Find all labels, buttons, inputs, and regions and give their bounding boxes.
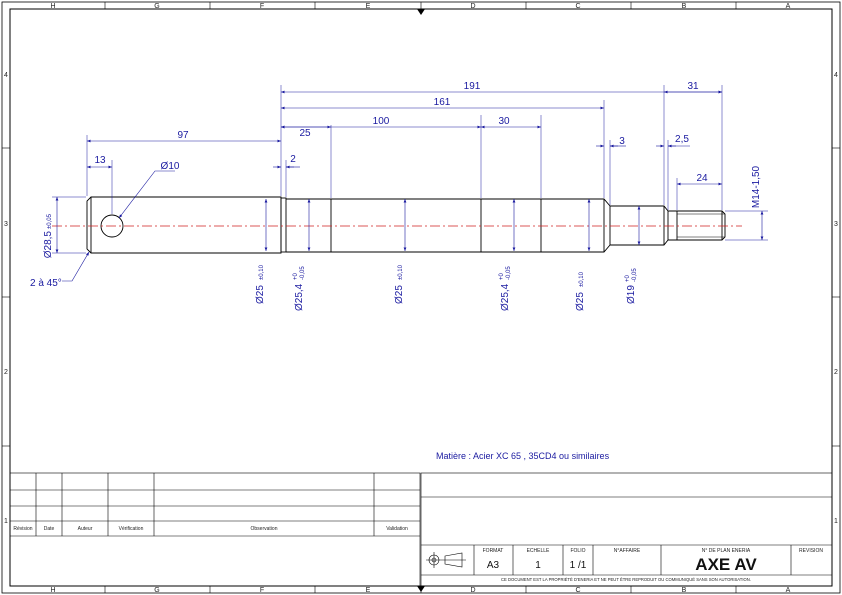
drawing-title: AXE AV: [695, 555, 757, 574]
title-block: [420, 472, 833, 587]
plan-number-label: N° DE PLAN ENERIA: [702, 548, 751, 554]
dim-dia-4-tol-dn: -0,05: [506, 266, 512, 280]
zone-top-c: C: [575, 3, 580, 10]
dim-dia-2-tol-up: +0: [293, 272, 299, 280]
dim-chamfer: 2 à 45°: [30, 278, 62, 289]
zone-right-4: 4: [834, 72, 838, 79]
dim-dia-5: Ø25: [575, 292, 586, 311]
dim-31: 31: [687, 81, 699, 92]
revision-table: [9, 472, 421, 587]
dim-3: 3: [619, 136, 625, 147]
shaft-outline: [86, 196, 726, 254]
dim-dia-5-tol: ±0,10: [579, 271, 585, 287]
material-note: Matière : Acier XC 65 , 35CD4 ou similai…: [436, 451, 610, 461]
dimension-texts: 191 161 31 97 25 100 30 3 2,5 13 2 24 Ø1…: [30, 81, 762, 311]
dimension-lines: [55, 90, 764, 282]
projection-symbol-icon: [426, 552, 466, 568]
scale-value: 1: [535, 560, 541, 571]
dim-dia-6-tol-up: +0: [625, 274, 631, 282]
dim-dia-left-tol: ±0,05: [47, 213, 53, 229]
extension-lines: [52, 85, 768, 254]
dim-13: 13: [94, 155, 106, 166]
dim-30: 30: [498, 116, 510, 127]
format-label: FORMAT: [483, 548, 504, 554]
dim-97: 97: [177, 130, 189, 141]
dim-hole-diameter: Ø10: [161, 161, 180, 172]
zone-labels: H G F E D C B A H G F E D C B A 4 3 2 1 …: [4, 3, 838, 594]
zone-right-1: 1: [834, 518, 838, 525]
title-block-texts: FORMAT A3 ECHELLE 1 FOLIO 1 /1 N°AFFAIRE…: [483, 548, 824, 582]
rev-header-verification: Vérification: [119, 526, 144, 532]
zone-top-e: E: [366, 3, 371, 10]
dim-dia-4: Ø25,4: [500, 283, 511, 311]
scale-label: ECHELLE: [527, 548, 550, 554]
zone-right-2: 2: [834, 369, 838, 376]
zone-top-b: B: [682, 3, 687, 10]
zone-left-3: 3: [4, 221, 8, 228]
zone-top-d: D: [470, 3, 475, 10]
rev-header-author: Auteur: [78, 526, 93, 532]
zone-bottom-c: C: [575, 587, 580, 594]
zone-bottom-e: E: [366, 587, 371, 594]
zone-left-1: 1: [4, 518, 8, 525]
dim-dia-1-tol: ±0,10: [259, 264, 265, 280]
rev-header-validation: Validation: [386, 526, 408, 532]
zone-top-a: A: [786, 3, 791, 10]
zone-top-h: H: [50, 3, 55, 10]
zone-bottom-d: D: [470, 587, 475, 594]
zone-bottom-g: G: [154, 587, 159, 594]
rev-header-observation: Observation: [251, 526, 278, 532]
zone-bottom-h: H: [50, 587, 55, 594]
affaire-label: N°AFFAIRE: [614, 548, 641, 554]
dim-161: 161: [434, 97, 451, 108]
dim-dia-3-tol: ±0,10: [398, 264, 404, 280]
zone-bottom-b: B: [682, 587, 687, 594]
zone-bottom-a: A: [786, 587, 791, 594]
rev-header-date: Date: [44, 526, 55, 532]
dim-thread: M14-1,50: [751, 165, 762, 208]
dim-dia-left: Ø28,5: [43, 231, 54, 259]
folio-value: 1 /1: [570, 560, 587, 571]
dim-dia-6: Ø19: [626, 285, 637, 304]
ownership-notice: CE DOCUMENT EST LA PROPRIÉTÉ D'ENERIA ET…: [501, 577, 751, 582]
dim-191: 191: [464, 81, 481, 92]
zone-bottom-f: F: [260, 587, 264, 594]
zone-top-g: G: [154, 3, 159, 10]
dim-dia-2: Ø25,4: [294, 283, 305, 311]
dim-24: 24: [696, 173, 708, 184]
dim-dia-6-tol-dn: -0,05: [632, 268, 638, 282]
thread-lines: [677, 213, 725, 238]
dim-dia-2-tol-dn: -0,05: [300, 266, 306, 280]
zone-left-2: 2: [4, 369, 8, 376]
format-value: A3: [487, 560, 500, 571]
dim-dia-4-tol-up: +0: [499, 272, 505, 280]
dim-2: 2: [290, 154, 296, 165]
zone-left-4: 4: [4, 72, 8, 79]
rev-header-revision: Révision: [13, 526, 32, 532]
dim-2-5: 2,5: [675, 134, 689, 145]
zone-top-f: F: [260, 3, 264, 10]
folio-label: FOLIO: [570, 548, 585, 554]
zone-right-3: 3: [834, 221, 838, 228]
dim-100: 100: [373, 116, 390, 127]
dim-dia-3: Ø25: [394, 285, 405, 304]
revision-table-headers: Révision Date Auteur Vérification Observ…: [13, 526, 408, 532]
dim-25: 25: [299, 128, 311, 139]
dim-dia-1: Ø25: [255, 285, 266, 304]
revision-label: REVISION: [799, 548, 823, 554]
